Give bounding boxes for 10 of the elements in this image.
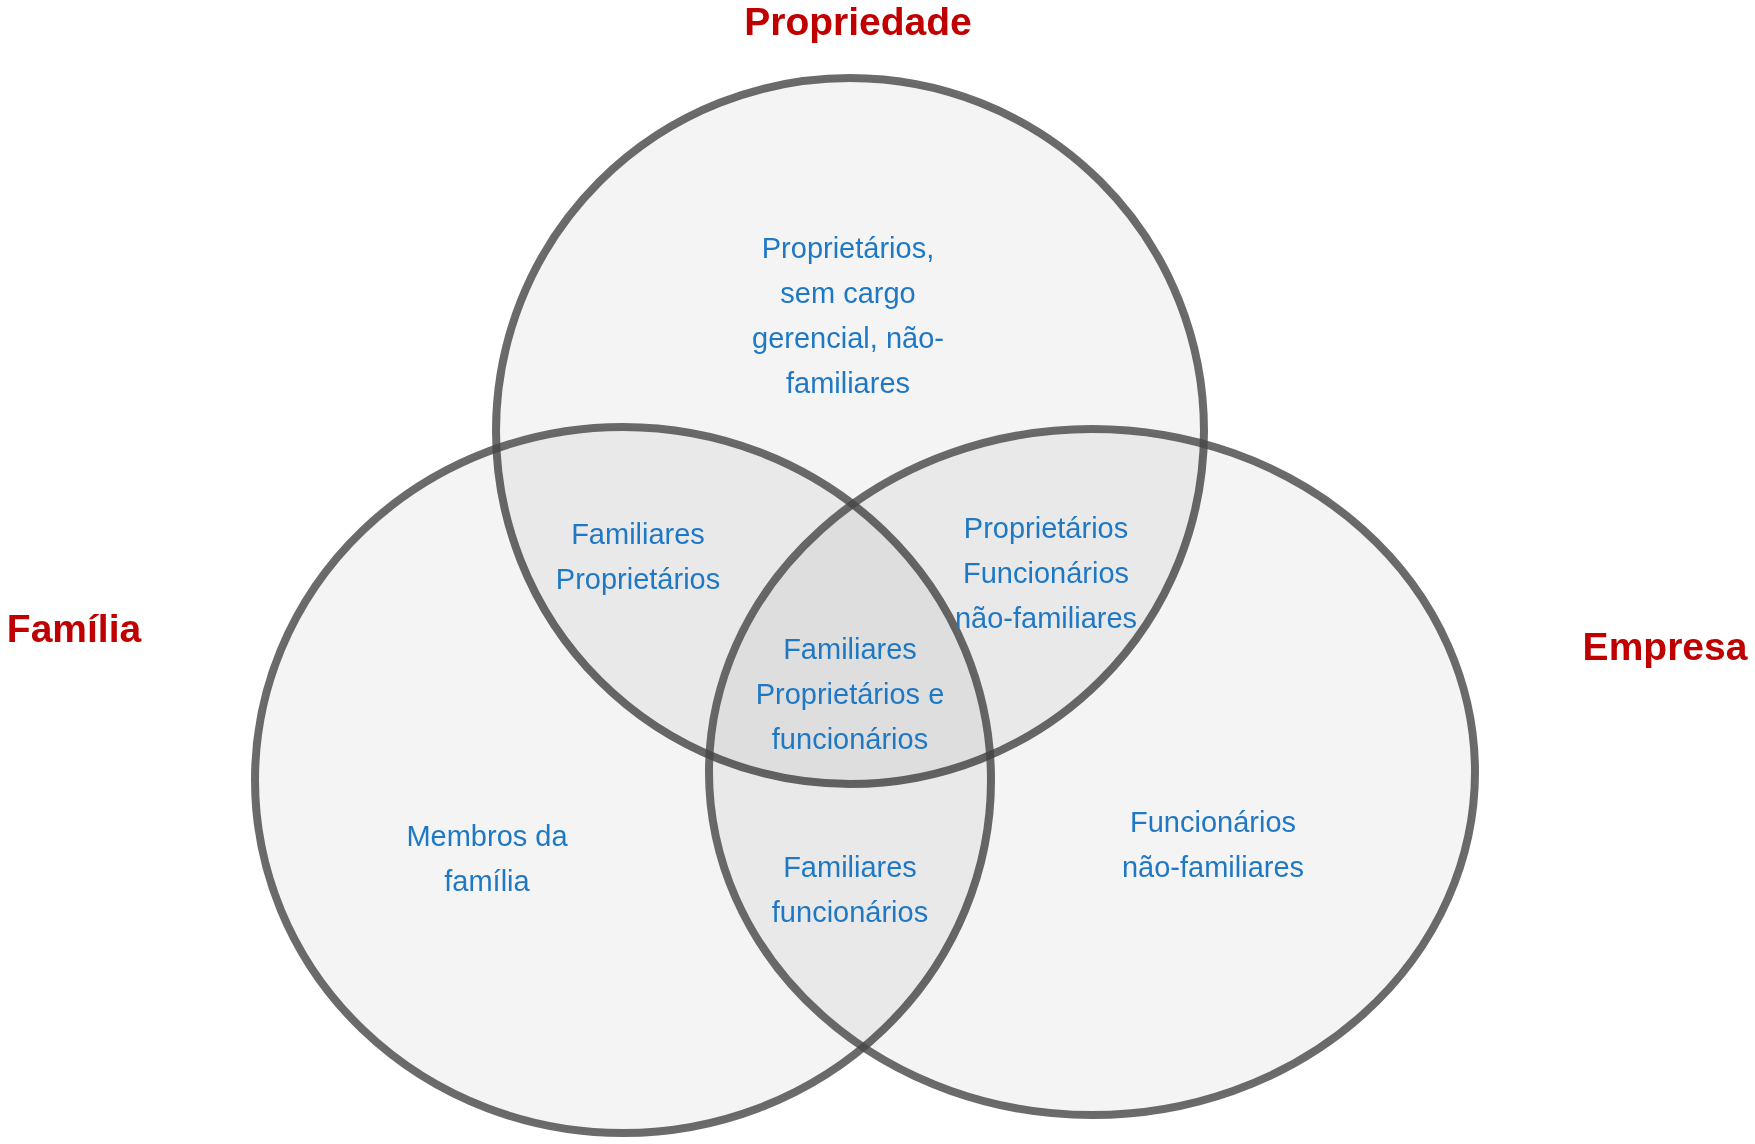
overlap-text: Familiares Proprietários [554,517,722,597]
set-title: Família [6,607,142,651]
overlap-text: Familiares Proprietários e funcionários [754,631,946,757]
overlap-text: Proprietários Funcionários não-familiares [953,510,1139,636]
overlap-text: Familiares funcionários [770,850,930,930]
region-text: Funcionários não-familiares [1120,805,1306,885]
set-title: Empresa [1582,625,1748,669]
region-text: Membros da família [405,819,569,899]
set-title: Propriedade [744,0,972,44]
region-text: Proprietários, sem cargo gerencial, não-familiares [751,231,945,401]
